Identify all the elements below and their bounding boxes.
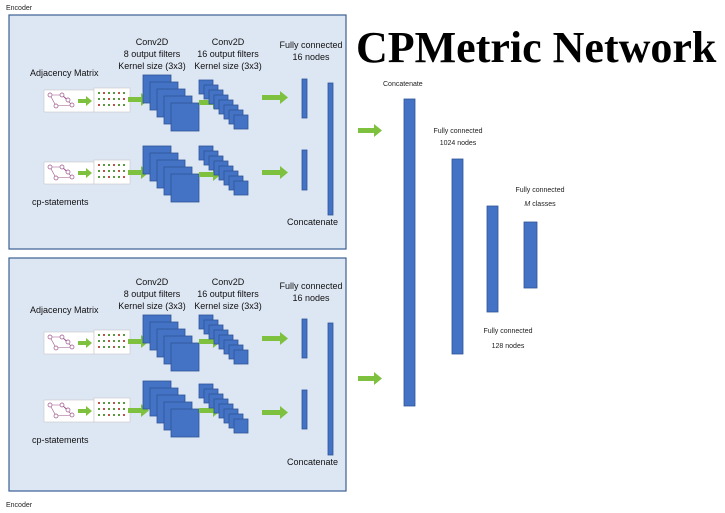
fc1024-bar: [451, 158, 464, 355]
encoder-top-output-arrow: [358, 124, 382, 137]
diagram-title: CPMetric Network: [356, 23, 717, 72]
encoder-label-top: Encoder: [6, 5, 33, 12]
concatenate-label: Concatenate: [287, 457, 338, 467]
conv2-label-line2: 16 output filters: [197, 289, 259, 299]
fc-bar: [301, 389, 308, 430]
conv1-label-line3: Kernel size (3x3): [118, 301, 186, 311]
concat-bar-bottom: [327, 322, 334, 456]
head-concat-bar: [403, 98, 416, 407]
adjacency-matrix-label: Adjacency Matrix: [30, 68, 99, 78]
conv1-label-line2: 8 output filters: [124, 49, 181, 59]
input-row-adjacency: [43, 74, 308, 132]
head-concatenate-label: Concatenate: [383, 81, 423, 88]
conv2-label-line1: Conv2D: [212, 37, 245, 47]
encoder-box-bottom: [8, 257, 347, 492]
conv1-label-line1: Conv2D: [136, 277, 169, 287]
cp-statements-label: cp-statements: [32, 435, 89, 445]
conv2-label-line2: 16 output filters: [197, 49, 259, 59]
fc128-label-line2: 128 nodes: [492, 343, 525, 350]
fc1024-label-line2: 1024 nodes: [440, 140, 477, 147]
fc-bar: [301, 149, 308, 191]
input-row-cp-statements: [43, 145, 308, 203]
conv1-label-line3: Kernel size (3x3): [118, 61, 186, 71]
fcM-label-line1: Fully connected: [515, 187, 564, 194]
network-head: Concatenate Fully connected 1024 nodes F…: [358, 81, 565, 407]
fcM-symbol: M: [524, 201, 530, 208]
concatenate-label: Concatenate: [287, 217, 338, 227]
fcM-bar: [523, 221, 538, 289]
encoder-bottom-output-arrow: [358, 372, 382, 385]
fc16-label-line2: 16 nodes: [292, 293, 330, 303]
fc1024-label-line1: Fully connected: [433, 128, 482, 135]
conv2-label-line1: Conv2D: [212, 277, 245, 287]
cp-statements-label: cp-statements: [32, 197, 89, 207]
encoder-box-top: [8, 14, 347, 250]
input-row-cp-statements: [43, 380, 308, 438]
input-row-adjacency: [43, 314, 308, 372]
conv1-label-line1: Conv2D: [136, 37, 169, 47]
encoder-label-bottom: Encoder: [6, 502, 33, 509]
fc128-bar: [486, 205, 499, 313]
fc16-label-line1: Fully connected: [279, 281, 342, 291]
fc16-label-line1: Fully connected: [279, 40, 342, 50]
conv2-label-line3: Kernel size (3x3): [194, 301, 262, 311]
conv2-label-line3: Kernel size (3x3): [194, 61, 262, 71]
fc-bar: [301, 318, 308, 359]
conv1-label-line2: 8 output filters: [124, 289, 181, 299]
encoder-bottom: Conv2D 8 output filters Kernel size (3x3…: [8, 257, 347, 492]
adjacency-matrix-label: Adjacency Matrix: [30, 305, 99, 315]
fcM-suffix: classes: [532, 201, 556, 208]
concat-bar-top: [327, 82, 334, 216]
fc16-label-line2: 16 nodes: [292, 52, 330, 62]
encoder-top: Conv2D 8 output filters Kernel size (3x3…: [8, 14, 347, 250]
fc128-label-line1: Fully connected: [483, 328, 532, 335]
fc-bar: [301, 78, 308, 119]
